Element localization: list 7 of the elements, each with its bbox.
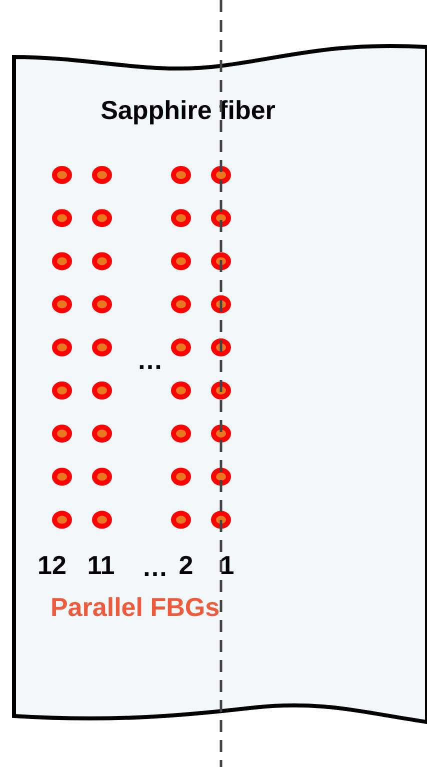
grating-number: 11	[87, 552, 115, 578]
grating-number: 12	[38, 552, 66, 578]
grating-number: 2	[178, 552, 194, 578]
fiber-title: Sapphire fiber	[100, 97, 276, 123]
ellipsis-mark: …	[142, 554, 168, 580]
array-caption: Parallel FBGs	[50, 594, 220, 620]
ellipsis-mark: …	[137, 347, 163, 373]
